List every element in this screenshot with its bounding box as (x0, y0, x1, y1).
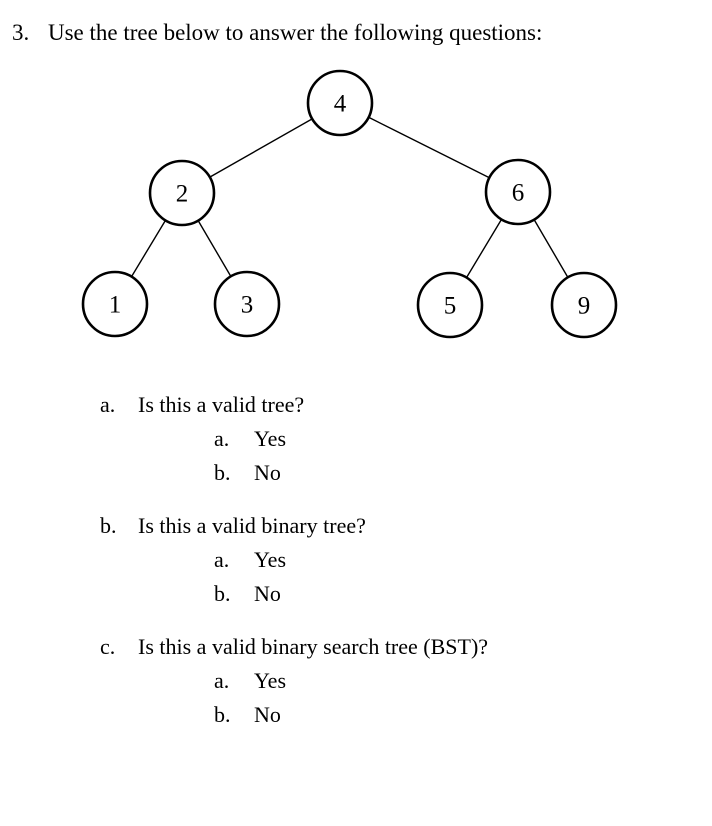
answer-option-no[interactable]: b. No (0, 456, 712, 490)
tree-edge-root-to-right (368, 116, 490, 179)
question-text: Use the tree below to answer the followi… (48, 20, 543, 45)
tree-node-2: 2 (148, 159, 216, 227)
subquestion-marker: b. (100, 513, 117, 538)
option-marker: b. (214, 460, 231, 485)
answer-option-no[interactable]: b. No (0, 577, 712, 611)
tree-node-group: 4 2 6 1 3 5 9 (81, 69, 618, 339)
option-label: Yes (254, 547, 287, 572)
tree-edge-left-to-left-left (130, 220, 167, 277)
tree-svg: 4 2 6 1 3 5 9 (81, 69, 618, 339)
option-marker: b. (214, 702, 231, 727)
option-marker: b. (214, 581, 231, 606)
option-label: No (254, 702, 281, 727)
binary-tree-diagram: 4 2 6 1 3 5 9 (0, 58, 712, 358)
node-label-3: 3 (241, 292, 254, 319)
node-circle-6 (484, 158, 552, 226)
answer-option-no[interactable]: b. No (0, 698, 712, 732)
answer-option-yes[interactable]: a. Yes (0, 664, 712, 698)
option-label: Yes (254, 426, 287, 451)
tree-node-4: 4 (306, 69, 374, 137)
answer-option-yes[interactable]: a. Yes (0, 543, 712, 577)
subquestion-text: Is this a valid binary search tree (BST)… (138, 634, 489, 659)
subquestion-group-c: c. Is this a valid binary search tree (BS… (0, 630, 712, 732)
tree-edge-group (130, 116, 569, 278)
option-marker: a. (214, 668, 230, 693)
node-circle-5 (416, 271, 484, 339)
subquestion-b: b. Is this a valid binary tree? (0, 509, 712, 543)
subquestion-a: a. Is this a valid tree? (0, 388, 712, 422)
tree-edge-right-to-right-right (533, 219, 569, 278)
tree-node-9: 9 (550, 271, 618, 339)
option-marker: a. (214, 426, 230, 451)
question-stem: 3. Use the tree below to answer the foll… (12, 18, 702, 48)
option-label: No (254, 581, 281, 606)
tree-node-3: 3 (213, 270, 281, 338)
answer-option-yes[interactable]: a. Yes (0, 422, 712, 456)
tree-node-1: 1 (81, 270, 149, 338)
node-label-5: 5 (444, 293, 457, 320)
subquestion-c: c. Is this a valid binary search tree (BS… (0, 630, 712, 664)
subquestion-group-b: b. Is this a valid binary tree? a. Yes b. No (0, 509, 712, 611)
option-marker: a. (214, 547, 230, 572)
tree-edge-right-to-right-left (465, 219, 503, 278)
subquestion-text: Is this a valid tree? (138, 392, 305, 417)
tree-node-5: 5 (416, 271, 484, 339)
question-number: 3. (12, 20, 30, 45)
node-circle-4 (306, 69, 374, 137)
node-label-2: 2 (176, 181, 189, 208)
subquestion-group-a: a. Is this a valid tree? a. Yes b. No (0, 388, 712, 490)
subquestion-marker: a. (100, 392, 116, 417)
node-label-1: 1 (109, 292, 122, 319)
option-label: No (254, 460, 281, 485)
subquestion-text: Is this a valid binary tree? (138, 513, 366, 538)
tree-edge-left-to-left-right (197, 220, 232, 277)
tree-edge-root-to-left (209, 118, 313, 178)
node-circle-9 (550, 271, 618, 339)
node-circle-3 (213, 270, 281, 338)
node-label-6: 6 (512, 180, 525, 207)
option-label: Yes (254, 668, 287, 693)
node-label-9: 9 (578, 293, 591, 320)
subquestion-list: a. Is this a valid tree? a. Yes b. No b. Is thi… (0, 388, 712, 751)
tree-node-6: 6 (484, 158, 552, 226)
node-label-4: 4 (334, 91, 347, 118)
node-circle-1 (81, 270, 149, 338)
subquestion-marker: c. (100, 634, 116, 659)
node-circle-2 (148, 159, 216, 227)
